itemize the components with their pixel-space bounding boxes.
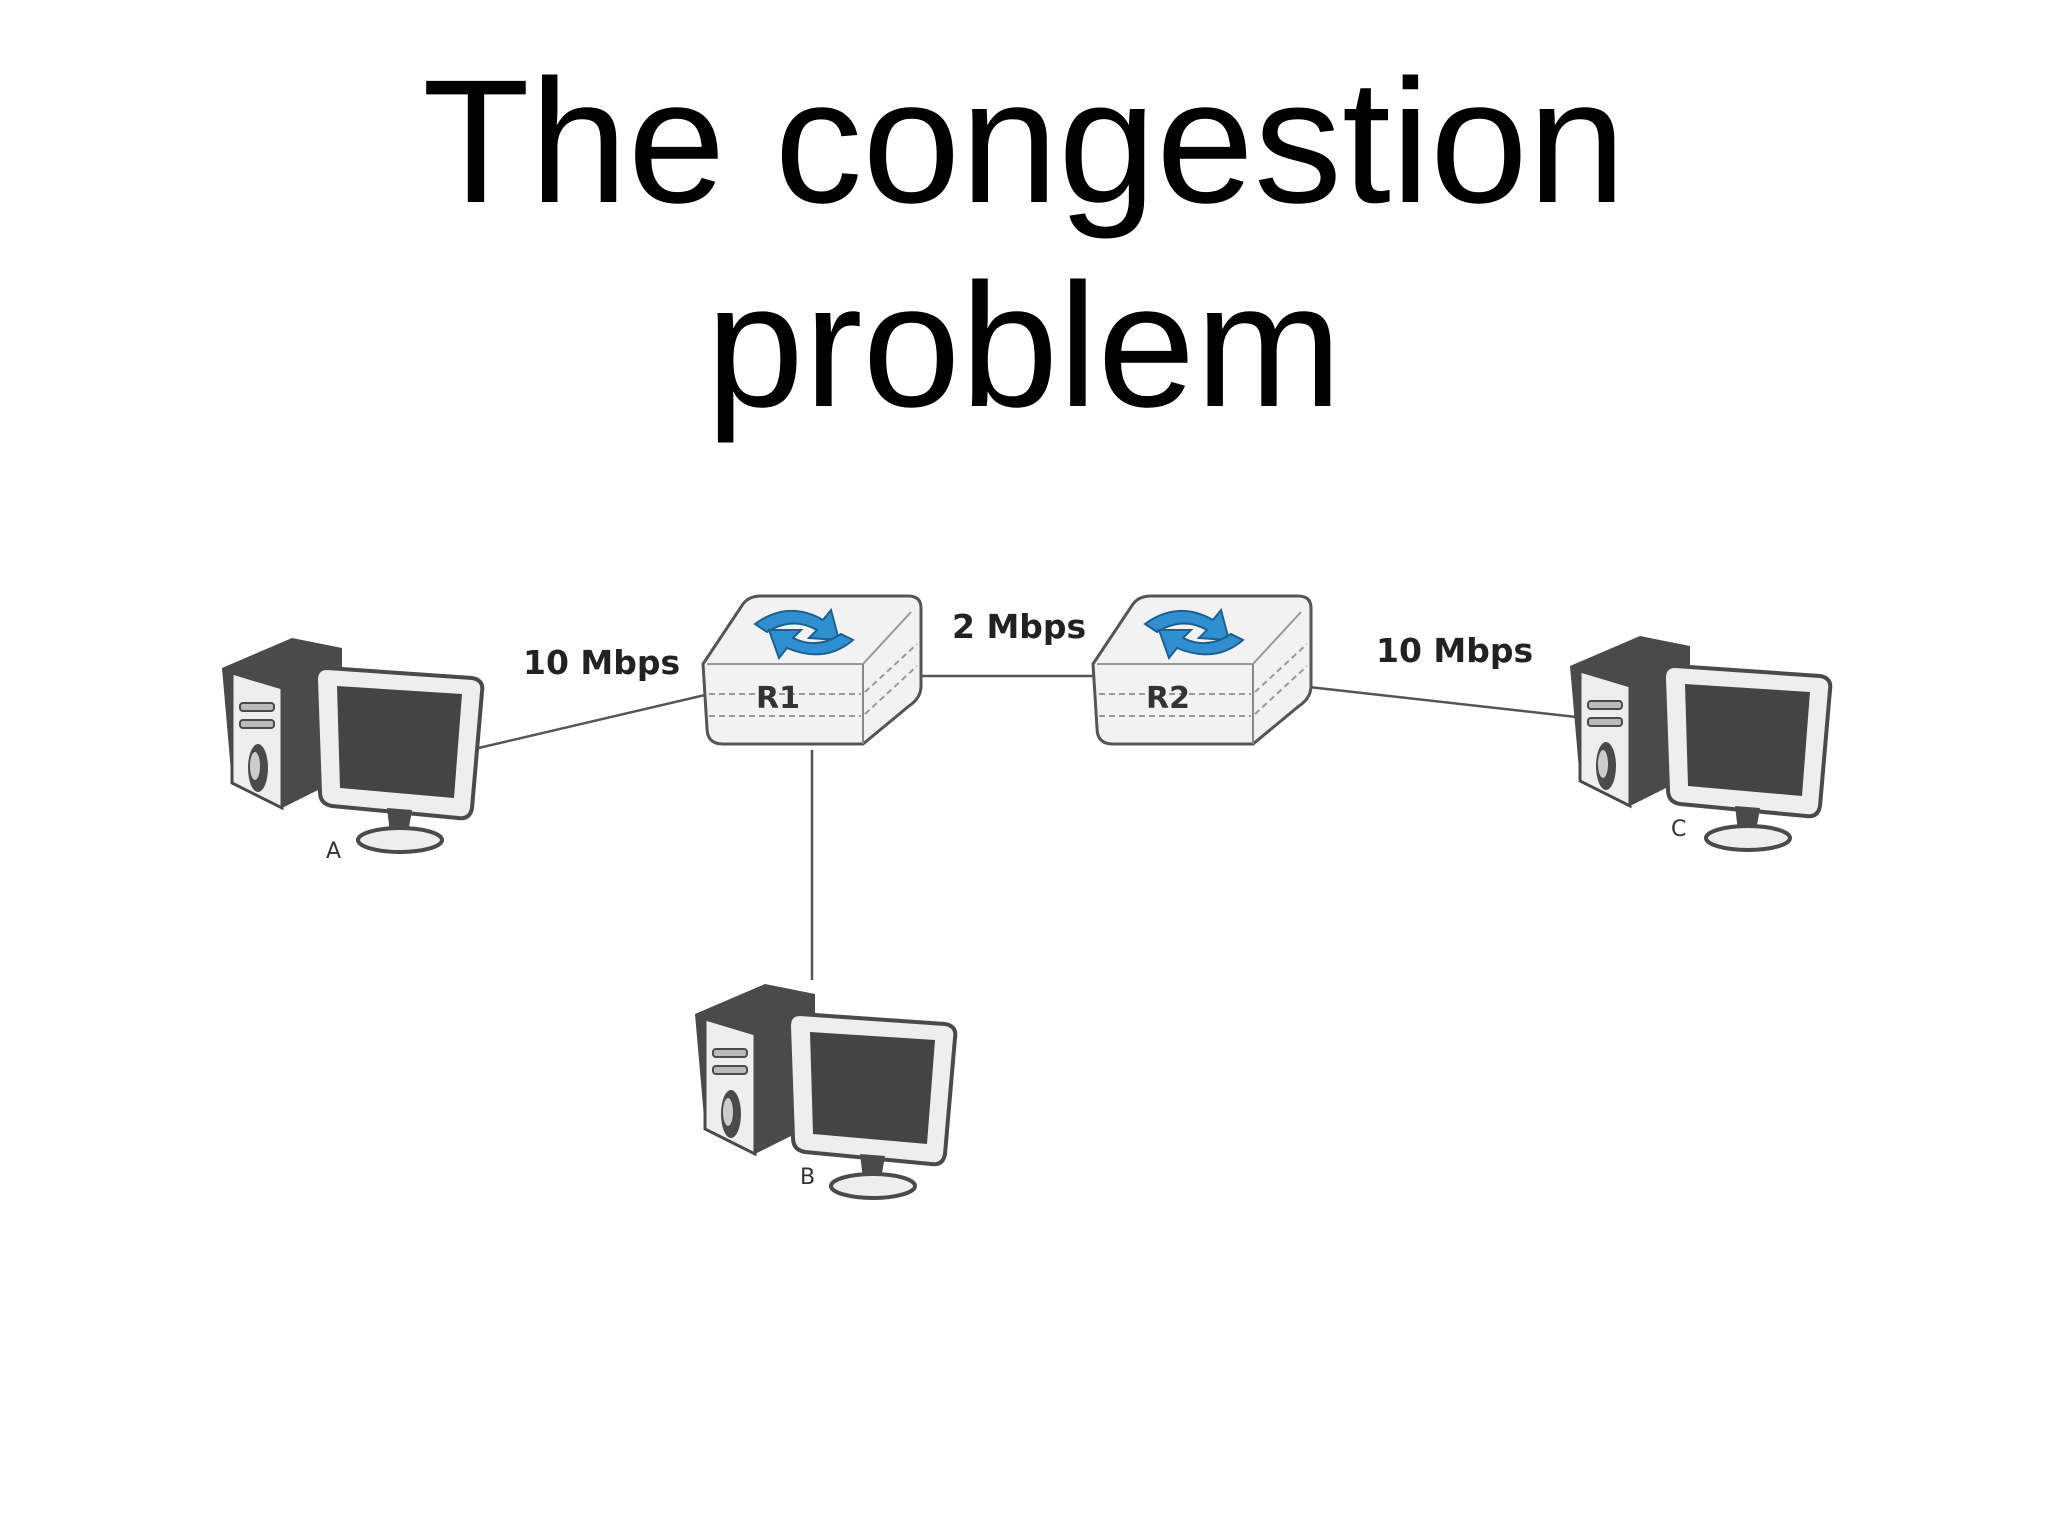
link-label-r1-r2: 2 Mbps <box>952 607 1086 646</box>
title-line-1: The congestion <box>422 44 1626 240</box>
host-c: C <box>1568 634 1833 852</box>
host-b: B <box>693 982 958 1200</box>
computer-icon <box>220 636 485 854</box>
router-r1: R1 <box>701 594 923 746</box>
link-label-a-r1: 10 Mbps <box>523 643 680 682</box>
router-r2-label: R2 <box>1146 681 1190 716</box>
host-a: A <box>220 636 485 864</box>
router-r1-label: R1 <box>756 681 800 716</box>
slide-title: The congestion problem <box>0 40 2048 448</box>
host-b-label: B <box>800 1165 815 1190</box>
computer-icon <box>693 982 958 1200</box>
link-label-r2-c: 10 Mbps <box>1376 631 1533 670</box>
router-r2: R2 <box>1091 594 1313 746</box>
title-line-2: problem <box>706 248 1342 444</box>
host-c-label: C <box>1671 817 1686 842</box>
link-a-r1 <box>469 693 706 752</box>
router-icon <box>1091 594 1313 746</box>
host-a-label: A <box>326 839 341 864</box>
router-icon <box>701 594 923 746</box>
computer-icon <box>1568 634 1833 852</box>
link-r2-c <box>1299 684 1586 720</box>
